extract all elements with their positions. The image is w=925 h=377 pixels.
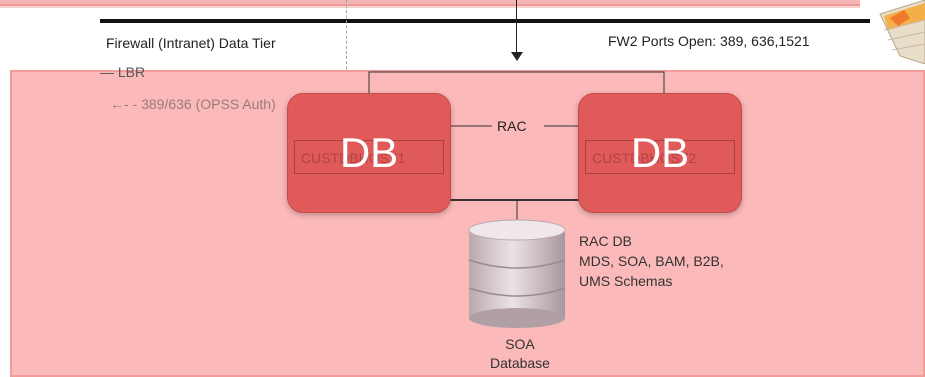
- database-cylinder-icon: [468, 219, 566, 328]
- db-instance-1: CUSTDBHOST1: [294, 140, 444, 174]
- legend-opss-auth: ←- - 389/636 (OPSS Auth): [110, 96, 276, 112]
- upper-zone-border: [0, 0, 860, 6]
- rac-db-line-2: MDS, SOA, BAM, B2B,: [579, 253, 724, 269]
- db-node-1[interactable]: CUSTDBHOST1 DB: [287, 93, 451, 213]
- legend-opss-auth-text: 389/636 (OPSS Auth): [141, 96, 276, 112]
- firewall-ports-label: FW2 Ports Open: 389, 636,1521: [608, 33, 810, 49]
- tier-separator-line: [100, 19, 870, 23]
- firewall-icon: [879, 0, 925, 64]
- db-node-1-label: DB: [339, 129, 399, 176]
- soa-label-line-2: Database: [490, 355, 550, 371]
- arrow-down-icon: [516, 0, 517, 52]
- rac-label: RAC: [497, 118, 527, 134]
- soa-label-line-1: SOA: [505, 336, 535, 352]
- rac-db-line-3: UMS Schemas: [579, 273, 673, 289]
- db-node-2[interactable]: CUSTDBHOST2 DB: [578, 93, 742, 213]
- rac-db-line-1: RAC DB: [579, 233, 632, 249]
- db-instance-2: CUSTDBHOST2: [585, 140, 735, 174]
- arrow-head: [511, 52, 523, 61]
- db-node-2-label: DB: [630, 129, 690, 176]
- dashed-arrow-icon: ←- -: [110, 96, 142, 112]
- data-tier-zone: [10, 70, 925, 377]
- tier-title: Firewall (Intranet) Data Tier: [106, 35, 276, 51]
- auth-dashed-connector: [346, 0, 347, 110]
- soa-database-label: SOA Database: [470, 335, 570, 373]
- legend-lbr: — LBR: [100, 64, 146, 80]
- rac-db-description: RAC DB MDS, SOA, BAM, B2B, UMS Schemas: [579, 231, 724, 291]
